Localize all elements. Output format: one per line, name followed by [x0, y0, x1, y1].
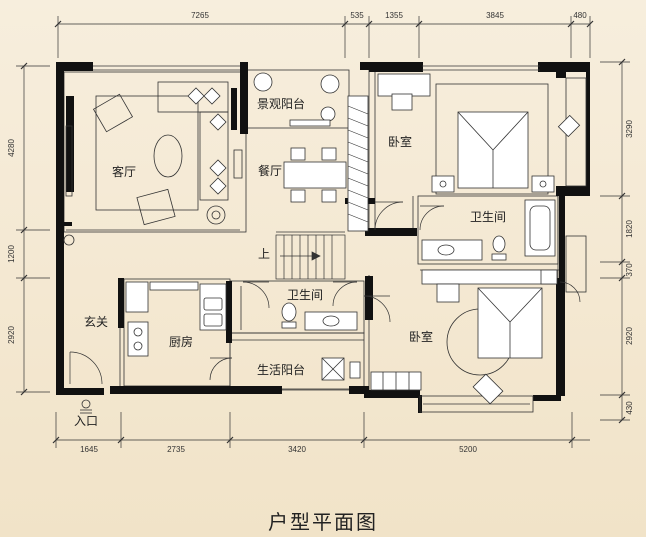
walls	[56, 62, 590, 413]
dim-top-5: 480	[573, 11, 587, 20]
label-utility-balcony: 生活阳台	[257, 362, 305, 377]
dining-cabinet-lines	[347, 105, 369, 223]
living-furniture	[63, 81, 243, 246]
label-view-balcony: 景观阳台	[257, 96, 305, 111]
label-dining-room: 餐厅	[258, 163, 282, 178]
dimension-ticks	[20, 20, 626, 444]
upper-bath-fixtures	[421, 199, 556, 261]
dim-bottom-1: 1645	[80, 445, 98, 454]
dim-right-3: 370	[625, 263, 634, 277]
plan-caption: 户型平面图	[268, 510, 378, 534]
second-bedroom-furniture	[370, 269, 558, 405]
dim-bottom-3: 3420	[288, 445, 306, 454]
dining-table	[283, 95, 369, 232]
label-entrance: 入口	[74, 414, 98, 428]
dim-right-1: 3290	[625, 120, 634, 138]
door-swings	[69, 201, 581, 385]
master-bedroom-furniture	[377, 73, 581, 195]
dim-bottom-4: 5200	[459, 445, 477, 454]
label-second-bedroom: 卧室	[409, 329, 433, 344]
label-stairs-up: 上	[258, 247, 270, 261]
dim-right-5: 430	[625, 401, 634, 415]
sofa-cushions	[187, 87, 227, 195]
windows	[93, 65, 587, 413]
dim-right-2: 1820	[625, 220, 634, 238]
dim-left-3: 2920	[7, 326, 16, 344]
entrance-marker	[80, 399, 92, 414]
dim-right-4: 2920	[625, 327, 634, 345]
dim-left-2: 1200	[7, 245, 16, 263]
label-living-room: 客厅	[112, 164, 136, 179]
label-upper-bathroom: 卫生间	[470, 210, 506, 224]
dim-top-1: 7265	[191, 11, 209, 20]
kitchen-fixtures	[125, 281, 227, 357]
dimension-lines	[16, 16, 630, 448]
dim-top-4: 3845	[486, 11, 504, 20]
dim-top-2: 535	[350, 11, 364, 20]
balcony-plants	[253, 72, 340, 127]
label-mid-bathroom: 卫生间	[287, 288, 323, 302]
label-master-bedroom: 卧室	[388, 134, 412, 149]
stairs	[275, 234, 346, 280]
label-kitchen: 厨房	[169, 334, 193, 349]
dim-left-1: 4280	[7, 139, 16, 157]
dim-top-3: 1355	[385, 11, 403, 20]
label-foyer: 玄关	[84, 314, 108, 329]
mid-bath-fixtures	[281, 302, 361, 381]
dim-bottom-2: 2735	[167, 445, 185, 454]
